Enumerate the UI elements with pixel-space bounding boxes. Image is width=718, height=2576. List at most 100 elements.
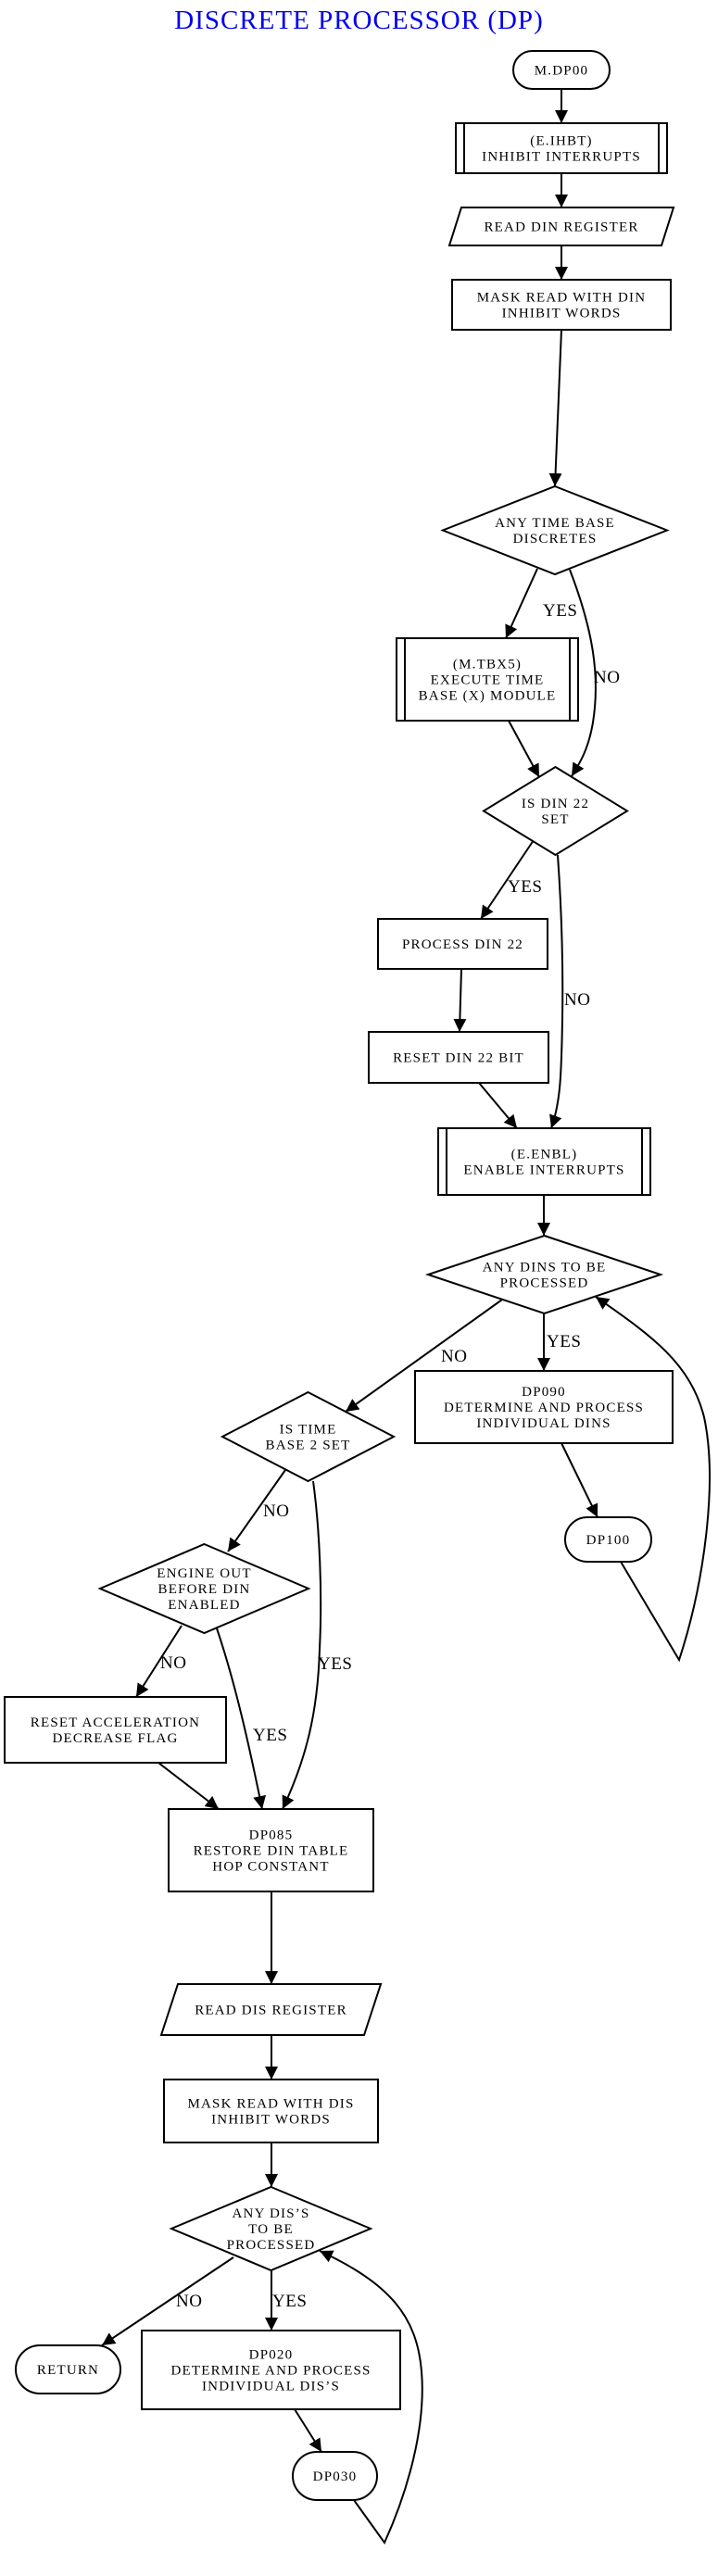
edge-label-no: NO (594, 668, 620, 687)
edge-label-yes: YES (508, 877, 542, 897)
edge-dp090-to-dp100 (561, 1442, 598, 1518)
edge-any_dis-to-return (101, 2256, 234, 2346)
decision-diamond (97, 1542, 311, 1635)
node-label-line: DP030 (313, 2469, 358, 2484)
node-label-line: ENGINE OUT (157, 1566, 251, 1581)
edge-engine_out-to-dp085 (216, 1627, 267, 1810)
node-label-line: (E.ENBL) (511, 1148, 578, 1162)
node-label-line: PROCESSED (227, 2238, 316, 2253)
edge-engine_out-to-reset_accel (135, 1625, 183, 1698)
node-label-line: ANY DINS TO BE (483, 1261, 607, 1275)
input-output-parallelogram (447, 207, 675, 246)
node-label-line: DP090 (522, 1385, 566, 1400)
node-label-line: ENABLED (168, 1598, 240, 1613)
edge-mask_din-to-any_time_base (548, 329, 562, 487)
diagram-title: DISCRETE PROCESSOR (DP) (174, 6, 544, 35)
node-label-line: (M.TBX5) (453, 658, 522, 672)
node-label-line: BASE 2 SET (265, 1439, 350, 1453)
node-label-line: READ DIS REGISTER (195, 2004, 347, 2018)
node-m-dp00: M.DP00 (512, 50, 611, 90)
node-label-line: DETERMINE AND PROCESS (170, 2364, 371, 2379)
edge-label-no: NO (176, 2292, 202, 2311)
node-label-line: DP100 (586, 1533, 631, 1548)
node-label-line: PROCESS DIN 22 (402, 937, 523, 952)
node-label-line: (E.IHBT) (530, 134, 593, 149)
node-label-line: DP020 (249, 2348, 294, 2363)
nodes-layer: M.DP00 (E.IHBT)INHIBIT INTERRUPTS READ DIN… (4, 50, 675, 2501)
node-label-line: DETERMINE AND PROCESS (444, 1401, 644, 1415)
decision-diamond (482, 765, 629, 857)
node-label-line: MASK READ WITH DIS (187, 2097, 354, 2112)
node-label-line: TO BE (248, 2222, 294, 2237)
edge-label-no: NO (263, 1502, 289, 1521)
edge-is_tb2-to-engine_out (227, 1469, 286, 1552)
node-label-line: SET (541, 812, 569, 827)
edge-label-yes: YES (253, 1726, 287, 1745)
node-dp100: DP100 (564, 1516, 652, 1563)
node-label-line: INHIBIT WORDS (211, 2113, 331, 2128)
predefined-process-box (455, 122, 668, 174)
edge-is_din22-to-e_enbl (549, 854, 564, 1129)
edge-label-yes: YES (272, 2292, 307, 2311)
process-box (368, 1031, 549, 1084)
edge-label-yes: YES (318, 1654, 352, 1674)
decision-diamond (220, 1390, 397, 1483)
edge-any_time_base-to-m_tbx5 (505, 568, 538, 639)
node-label-line: IS TIME (280, 1423, 337, 1438)
node-label-line: PROCESSED (500, 1276, 589, 1291)
node-process-din22: PROCESS DIN 22 (377, 918, 548, 970)
node-label-line: DISCRETES (513, 532, 598, 547)
process-box (451, 279, 672, 331)
node-e-ihbt: (E.IHBT)INHIBIT INTERRUPTS (455, 122, 668, 174)
node-label-line: RETURN (37, 2363, 99, 2378)
process-box (141, 2330, 401, 2410)
predefined-process-box (396, 637, 579, 722)
edge-m_tbx5-to-is_din22 (508, 720, 540, 778)
terminal-shape (564, 1516, 652, 1563)
edge-reset_accel-to-dp085 (157, 1762, 220, 1810)
node-reset-din22: RESET DIN 22 BIT (368, 1031, 549, 1084)
edge-reset_din22-to-e_enbl (478, 1082, 518, 1129)
node-label-line: DP085 (249, 1828, 294, 1843)
decision-diamond (169, 2185, 373, 2272)
edge-any_dins-to-is_tb2 (345, 1299, 503, 1413)
edge-dp020-to-dp030 (294, 2408, 322, 2453)
node-label-line: MASK READ WITH DIN (477, 291, 647, 306)
node-label-line: ENABLE INTERRUPTS (463, 1163, 624, 1178)
node-label-line: DECREASE FLAG (52, 1731, 178, 1746)
node-label-line: READ DIN REGISTER (484, 220, 638, 235)
edge-dp030-to-any_dis (319, 2250, 423, 2545)
node-label-line: RESTORE DIN TABLE (194, 1844, 349, 1859)
node-label-line: INHIBIT INTERRUPTS (482, 150, 641, 165)
node-read-dis: READ DIS REGISTER (159, 1983, 383, 2036)
edges-layer (101, 89, 711, 2545)
node-label-line: M.DP00 (535, 64, 588, 79)
edge-process_din22-to-reset_din22 (453, 968, 467, 1033)
node-label-line: RESET ACCELERATION (31, 1715, 200, 1730)
edge-is_din22-to-process_din22 (480, 839, 535, 920)
terminal-shape (292, 2451, 378, 2501)
process-box (414, 1370, 674, 1444)
edge-label-no: NO (564, 990, 590, 1010)
edge-label-no: NO (160, 1653, 186, 1673)
terminal-shape (512, 50, 611, 90)
node-label-line: BASE (X) MODULE (419, 689, 557, 704)
node-label-line: INDIVIDUAL DINS (476, 1416, 611, 1431)
terminal-shape (15, 2344, 121, 2394)
edge-label-yes: YES (547, 1332, 581, 1351)
node-label-line: ANY TIME BASE (495, 516, 615, 531)
edge-label-yes: YES (543, 601, 577, 621)
